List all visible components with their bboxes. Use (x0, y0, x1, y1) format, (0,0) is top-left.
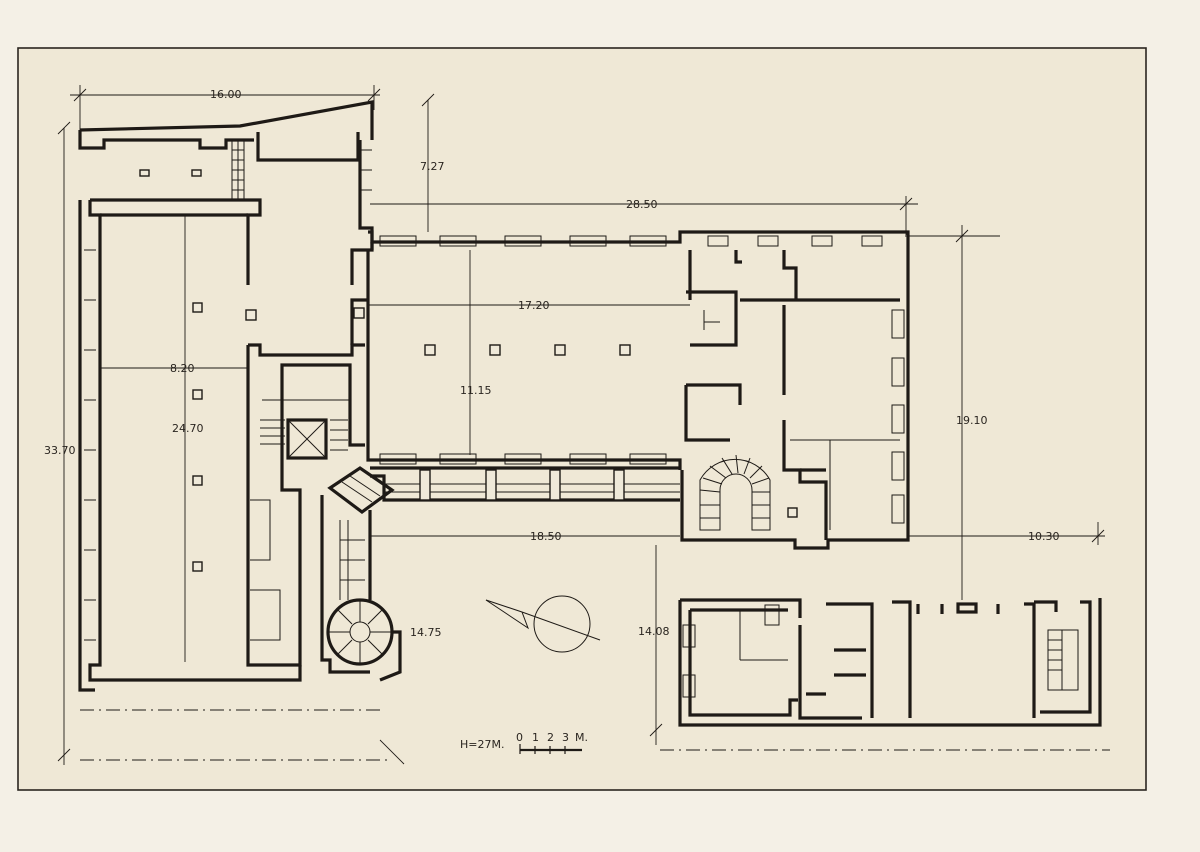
south-annex (678, 598, 1102, 727)
dim-14-75: 14.75 (410, 626, 442, 639)
scale-tick-2: 2 (547, 731, 554, 744)
corridor (320, 466, 680, 682)
dim-14-08: 14.08 (638, 625, 670, 638)
left-wing (78, 100, 374, 692)
dim-28-50: 28.50 (626, 198, 658, 211)
dim-18-50: 18.50 (530, 530, 562, 543)
scale-tick-0: 0 (516, 731, 523, 744)
scale-tick-1: 1 (532, 731, 539, 744)
dim-16-00: 16.00 (210, 88, 242, 101)
height-note: H=27M. (460, 738, 504, 751)
dim-11-15: 11.15 (460, 384, 492, 397)
dimension-lines (57, 85, 1110, 765)
dim-17-20: 17.20 (518, 299, 550, 312)
scale-unit: M. (575, 731, 588, 744)
dim-7-27: 7.27 (420, 160, 445, 173)
dim-8-20: 8.20 (170, 362, 195, 375)
central-hall (366, 230, 910, 550)
dim-33-70: 33.70 (44, 444, 76, 457)
scale-tick-3: 3 (562, 731, 569, 744)
dim-24-70: 24.70 (172, 422, 204, 435)
scale-bar (519, 744, 582, 754)
drawing-frame (17, 47, 1147, 791)
dim-10-30: 10.30 (1028, 530, 1060, 543)
north-arrow-icon (485, 595, 601, 653)
dim-19-10: 19.10 (956, 414, 988, 427)
